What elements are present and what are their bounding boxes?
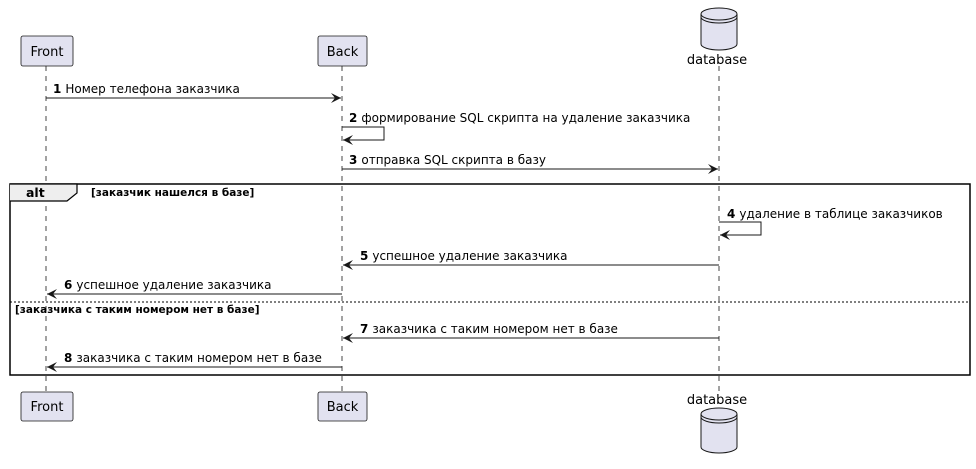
message-6: 6 успешное удаление заказчика bbox=[47, 278, 342, 299]
participant-back-bottom: Back bbox=[317, 391, 368, 422]
participant-back-top: Back bbox=[317, 35, 368, 67]
message-7-text: заказчика с таким номером нет в базе bbox=[372, 322, 618, 336]
message-8-text: заказчика с таким номером нет в базе bbox=[76, 351, 322, 365]
alt-guard-1: [заказчик нашелся в базе] bbox=[91, 187, 254, 199]
alt-frame: alt [заказчик нашелся в базе] [заказчика… bbox=[9, 183, 971, 376]
message-6-text: успешное удаление заказчика bbox=[76, 278, 271, 292]
participant-back-bottom-label: Back bbox=[327, 400, 359, 415]
participant-back-label: Back bbox=[327, 45, 359, 60]
participant-database-top: database bbox=[687, 7, 747, 68]
message-1: 1 Номер телефона заказчика bbox=[46, 82, 341, 103]
message-3: 3 отправка SQL скрипта в базу bbox=[342, 153, 718, 174]
message-2-text: формирование SQL скрипта на удаление зак… bbox=[361, 111, 690, 125]
message-5-text: успешное удаление заказчика bbox=[372, 249, 567, 263]
message-2-number: 2 bbox=[349, 111, 357, 125]
message-4: 4 удаление в таблице заказчиков bbox=[719, 207, 943, 240]
participant-front-bottom: Front bbox=[20, 391, 74, 422]
message-7-number: 7 bbox=[360, 322, 368, 336]
alt-frame-label: alt bbox=[26, 185, 45, 200]
message-5: 5 успешное удаление заказчика bbox=[343, 249, 719, 270]
message-1-text: Номер телефона заказчика bbox=[65, 82, 239, 96]
participant-database-bottom: database bbox=[687, 393, 747, 454]
message-6-number: 6 bbox=[64, 278, 72, 292]
participant-database-label: database bbox=[687, 53, 747, 68]
participant-database-bottom-label: database bbox=[687, 393, 747, 408]
message-2: 2 формирование SQL скрипта на удаление за… bbox=[342, 111, 690, 145]
participant-front-bottom-label: Front bbox=[31, 400, 64, 415]
database-icon bbox=[700, 407, 738, 454]
database-icon bbox=[700, 7, 738, 51]
participant-front-top: Front bbox=[20, 35, 74, 67]
message-8: 8 заказчика с таким номером нет в базе bbox=[47, 351, 342, 372]
message-1-number: 1 bbox=[53, 82, 61, 96]
alt-guard-2: [заказчика с таким номером нет в базе] bbox=[15, 304, 260, 316]
message-3-text: отправка SQL скрипта в базу bbox=[361, 153, 546, 167]
message-8-number: 8 bbox=[64, 351, 72, 365]
message-5-number: 5 bbox=[360, 249, 368, 263]
participant-front-label: Front bbox=[31, 45, 64, 60]
message-7: 7 заказчика с таким номером нет в базе bbox=[343, 322, 719, 343]
message-3-number: 3 bbox=[349, 153, 357, 167]
message-4-number: 4 bbox=[727, 207, 735, 221]
message-4-text: удаление в таблице заказчиков bbox=[739, 207, 942, 221]
